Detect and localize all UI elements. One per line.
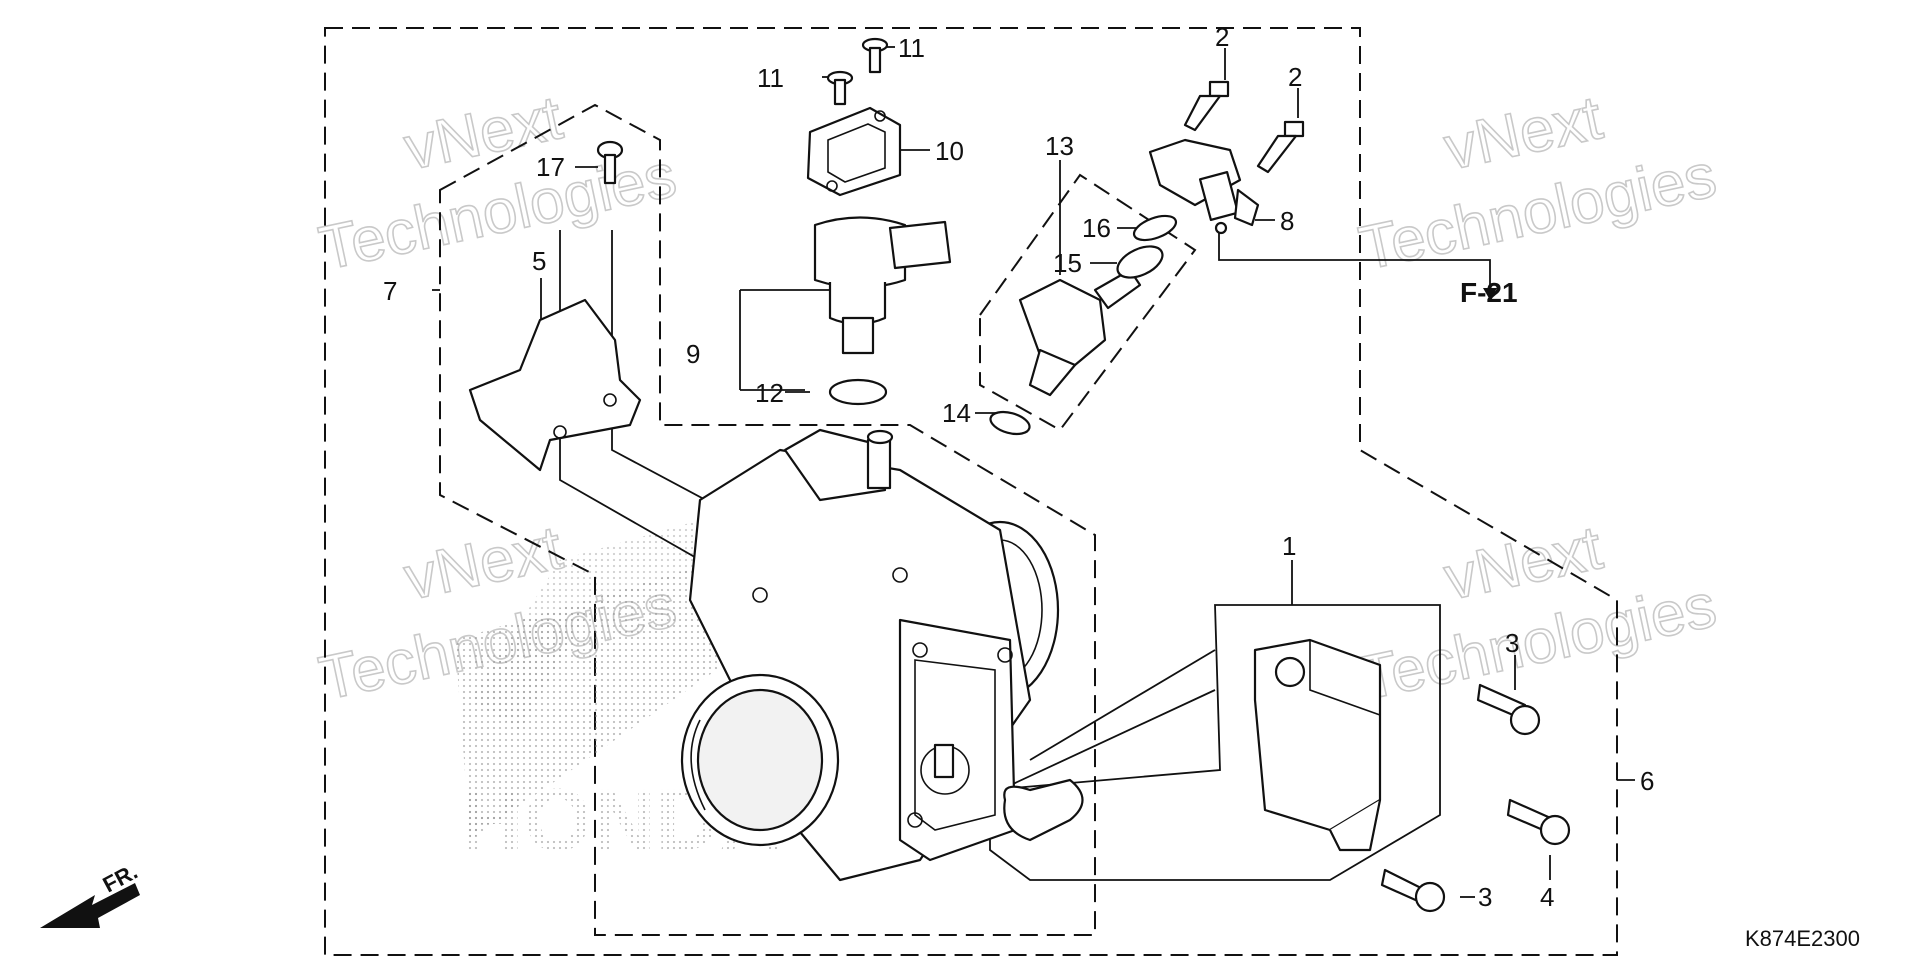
callout-13[interactable]: 13 bbox=[1045, 131, 1074, 161]
callout-7[interactable]: 7 bbox=[383, 276, 397, 306]
callout-3a[interactable]: 3 bbox=[1505, 628, 1519, 658]
part-13-injector bbox=[989, 214, 1178, 436]
part-16-seal bbox=[1132, 214, 1178, 242]
watermark-right-top: vNext Technologies bbox=[1353, 82, 1723, 284]
front-arrow-icon bbox=[40, 883, 140, 928]
callout-2b[interactable]: 2 bbox=[1288, 62, 1302, 92]
callout-9[interactable]: 9 bbox=[686, 339, 700, 369]
front-direction-indicator: FR. bbox=[40, 859, 142, 928]
callout-5[interactable]: 5 bbox=[532, 246, 546, 276]
callout-2a[interactable]: 2 bbox=[1215, 22, 1229, 52]
watermark-left-top: vNext Technologies bbox=[313, 82, 683, 284]
part-3-screw-b bbox=[1380, 868, 1446, 913]
part-9-sensor bbox=[813, 216, 952, 355]
watermark-right-bottom: vNext Technologies bbox=[1353, 512, 1723, 714]
gasket bbox=[1003, 778, 1084, 842]
callout-3b[interactable]: 3 bbox=[1478, 882, 1492, 912]
callout-12[interactable]: 12 bbox=[755, 378, 784, 408]
part-10-cover-plate bbox=[806, 106, 902, 197]
reference-link-f21[interactable]: F-21 bbox=[1460, 277, 1518, 308]
callout-8[interactable]: 8 bbox=[1280, 206, 1294, 236]
part-8-sensor bbox=[1148, 138, 1260, 235]
part-12-o-ring bbox=[828, 378, 888, 406]
leader-box-a bbox=[999, 689, 1216, 791]
callout-15[interactable]: 15 bbox=[1053, 248, 1082, 278]
part-1-module bbox=[1253, 638, 1382, 852]
callout-16[interactable]: 16 bbox=[1082, 213, 1111, 243]
part-17-bolt bbox=[596, 140, 624, 185]
part-15-seal bbox=[1116, 245, 1164, 279]
part-3-screw-a bbox=[1476, 683, 1541, 736]
assembly-box-1 bbox=[989, 604, 1441, 881]
callout-17[interactable]: 17 bbox=[536, 152, 565, 182]
leader-f21 bbox=[1218, 232, 1491, 292]
arrow-head-icon bbox=[1483, 288, 1497, 300]
callout-10[interactable]: 10 bbox=[935, 136, 964, 166]
callout-1[interactable]: 1 bbox=[1282, 531, 1296, 561]
part-11-screw-b bbox=[861, 37, 889, 74]
diagram-code: K874E2300 bbox=[1745, 926, 1860, 951]
part-2-bolt-b bbox=[1256, 120, 1305, 174]
part-4-screw bbox=[1506, 798, 1571, 846]
assembly-boundary-6 bbox=[324, 27, 1618, 956]
part-5-bracket bbox=[468, 298, 642, 472]
callout-14[interactable]: 14 bbox=[942, 398, 971, 428]
leader-box-b bbox=[1029, 649, 1216, 761]
callout-4[interactable]: 4 bbox=[1540, 882, 1554, 912]
part-14-seal bbox=[989, 410, 1031, 436]
callout-11a[interactable]: 11 bbox=[757, 63, 784, 93]
throttle-body bbox=[455, 428, 1060, 882]
assembly-boundary-13 bbox=[979, 173, 1197, 432]
assembly-boundary-7 bbox=[439, 103, 1096, 936]
callout-6[interactable]: 6 bbox=[1640, 766, 1654, 796]
part-11-screw-a bbox=[826, 70, 854, 106]
callout-11b[interactable]: 11 bbox=[898, 33, 925, 63]
part-2-bolt-a bbox=[1183, 80, 1230, 132]
